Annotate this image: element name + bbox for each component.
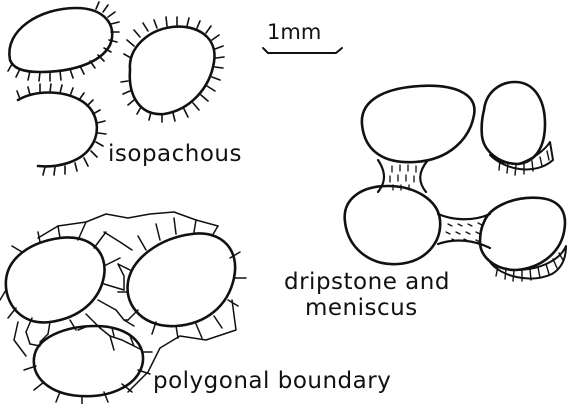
scale-bar [263, 48, 342, 53]
grain [18, 93, 97, 167]
grain [6, 237, 105, 322]
grain [34, 326, 143, 396]
grain [480, 198, 565, 270]
meniscus-dash [446, 223, 482, 242]
isopachous-label: isopachous [108, 143, 242, 166]
scale-label: 1mm [267, 22, 321, 43]
grain [9, 8, 112, 72]
dripstone-label-line1: dripstone and [284, 271, 450, 294]
grain [130, 27, 215, 115]
grain [345, 186, 440, 264]
isopachous-fringe [17, 84, 106, 175]
grain [482, 82, 545, 164]
dripstone-label-line2: meniscus [305, 297, 418, 320]
isopachous-fringe [121, 17, 224, 122]
polygonal-label: polygonal boundary [153, 370, 391, 393]
dripstone-group [345, 82, 566, 281]
grain [362, 86, 475, 162]
